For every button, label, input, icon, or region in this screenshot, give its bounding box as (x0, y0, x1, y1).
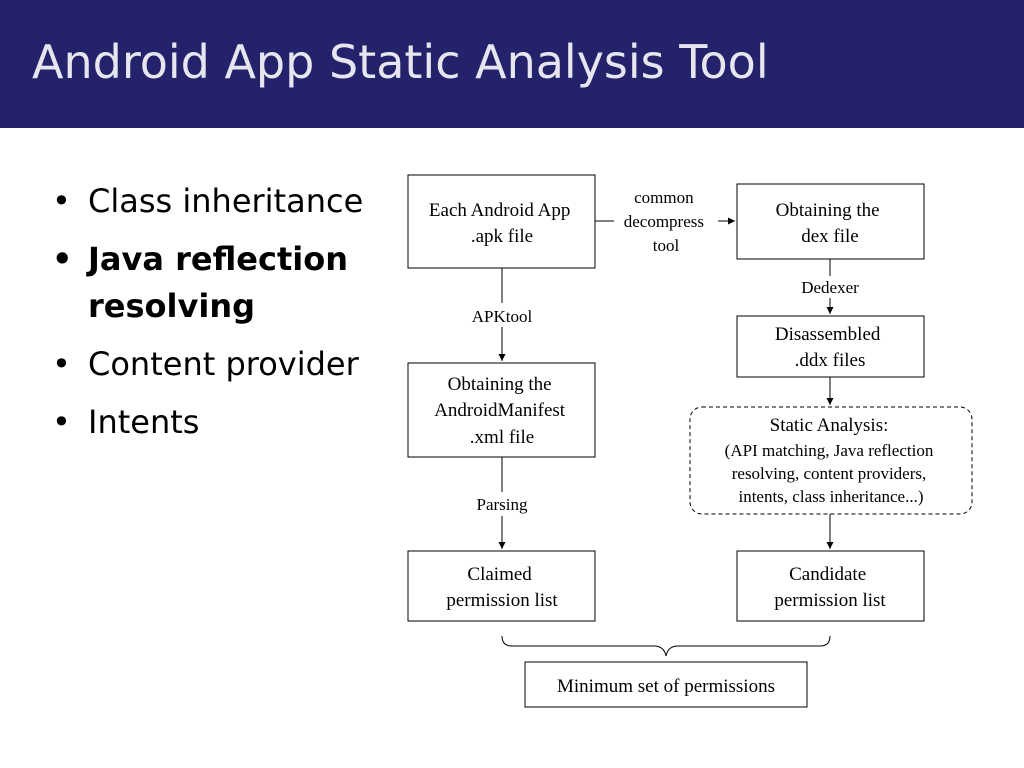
claimed-box (407, 550, 596, 622)
static-box-line2: (API matching, Java reflection (725, 441, 934, 460)
dex-box-line2: dex file (801, 226, 859, 247)
ddx-box-text: Disassembled .ddx files (775, 324, 885, 371)
apktool-label-bg (462, 303, 542, 327)
ddx-box (736, 315, 925, 378)
candidate-box-line1: Candidate (789, 564, 866, 585)
decompress-label-line3: tool (653, 236, 680, 255)
bullet-dot-icon: • (52, 403, 71, 441)
manifest-box-line3: .xml file (470, 427, 534, 448)
bullet-text: Content provider (88, 345, 359, 383)
apktool-label: APKtool (472, 307, 533, 326)
bullet-dot-icon: • (52, 345, 71, 383)
parsing-label-bg (468, 492, 536, 516)
candidate-box-text: Candidate permission list (774, 564, 886, 611)
bullet-item: • Intents (48, 399, 388, 446)
decompress-label-line1: common (634, 188, 694, 207)
apk-box (407, 174, 596, 269)
manifest-box (407, 362, 596, 458)
dex-box-line1: Obtaining the (776, 200, 880, 221)
candidate-box (736, 550, 925, 622)
ddx-box-line1: Disassembled (775, 324, 881, 345)
static-box-line4: intents, class inheritance...) (738, 487, 923, 506)
dex-box-text: Obtaining the dex file (776, 200, 885, 247)
dex-box (736, 183, 925, 260)
dedexer-label-bg (793, 276, 867, 298)
static-box-text: Static Analysis: (API matching, Java ref… (725, 415, 938, 506)
candidate-box-line2: permission list (774, 590, 886, 611)
curly-brace (501, 635, 831, 657)
manifest-box-text: Obtaining the AndroidManifest .xml file (434, 374, 570, 448)
bullet-text: Intents (88, 403, 200, 441)
minimum-box (524, 661, 808, 708)
bullet-item: • Class inheritance (48, 178, 388, 225)
parsing-label: Parsing (477, 495, 529, 514)
dedexer-label: Dedexer (801, 278, 859, 297)
manifest-box-line2: AndroidManifest (434, 400, 566, 421)
static-box-line3: resolving, content providers, (732, 464, 927, 483)
claimed-box-line2: permission list (446, 590, 558, 611)
apk-box-text: Each Android App .apk file (429, 200, 575, 247)
decompress-label: common decompress tool (624, 188, 709, 255)
ddx-box-line2: .ddx files (795, 350, 866, 371)
manifest-box-line1: Obtaining the (448, 374, 552, 395)
bullet-text: Java reflection resolving (88, 240, 348, 325)
bullet-dot-icon: • (52, 182, 71, 220)
static-box-line1: Static Analysis: (770, 415, 889, 436)
claimed-box-text: Claimed permission list (446, 564, 558, 611)
static-analysis-box (689, 406, 973, 515)
decompress-label-bg (614, 184, 718, 256)
slide-title: Android App Static Analysis Tool (32, 35, 769, 89)
apk-box-line1: Each Android App (429, 200, 570, 221)
bullet-list: • Class inheritance • Java reflection reso… (48, 178, 388, 457)
bullet-text: Class inheritance (88, 182, 364, 220)
bullet-dot-icon: • (52, 240, 73, 278)
title-bar: Android App Static Analysis Tool (0, 0, 1024, 128)
bullet-item: • Content provider (48, 341, 388, 388)
apk-box-line2: .apk file (471, 226, 533, 247)
bullet-item: • Java reflection resolving (48, 236, 388, 330)
claimed-box-line1: Claimed (467, 564, 532, 585)
minimum-box-text: Minimum set of permissions (557, 676, 775, 697)
decompress-label-line2: decompress (624, 212, 704, 231)
